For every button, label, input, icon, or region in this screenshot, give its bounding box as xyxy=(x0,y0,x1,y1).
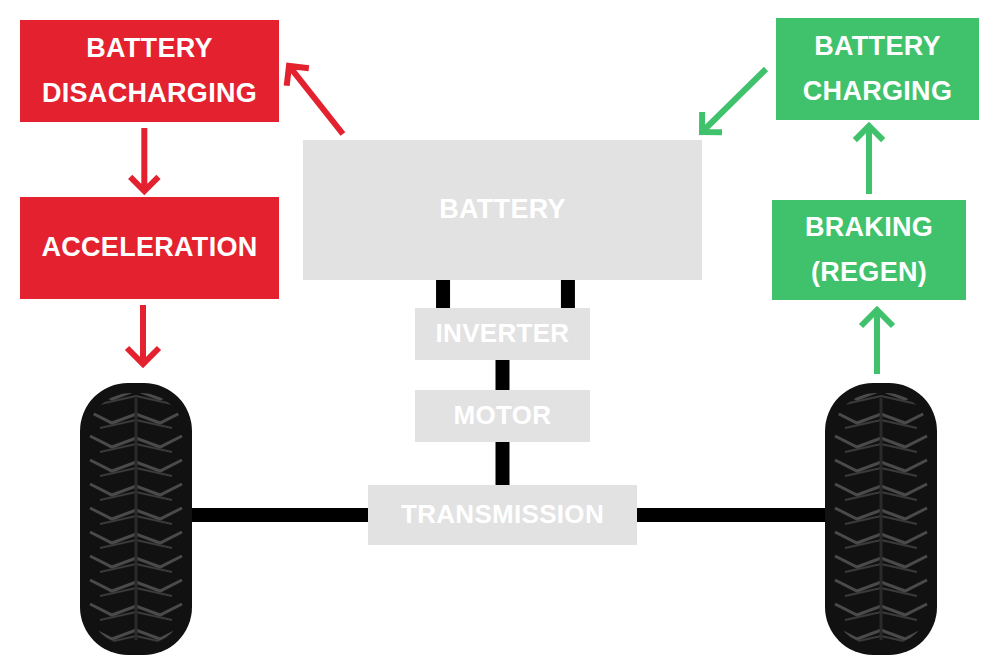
connector-line xyxy=(496,360,510,390)
flow-arrow xyxy=(702,69,766,132)
component-box: MOTOR xyxy=(415,390,590,442)
state-box: ACCELERATION xyxy=(20,197,279,299)
node-label: BATTERY DISACHARGING xyxy=(30,26,269,115)
component-box: TRANSMISSION xyxy=(368,485,637,545)
connector-line xyxy=(496,442,510,485)
node-label: MOTOR xyxy=(454,400,552,431)
node-label: INVERTER xyxy=(436,318,570,349)
flow-arrow xyxy=(855,126,883,194)
component-box: INVERTER xyxy=(415,308,590,360)
state-box: BATTERY DISACHARGING xyxy=(20,20,279,122)
state-box: BATTERY CHARGING xyxy=(776,18,979,120)
flow-arrow xyxy=(130,128,158,191)
tire xyxy=(825,383,937,655)
tire xyxy=(80,383,192,655)
flow-arrow xyxy=(287,66,343,134)
arrow xyxy=(861,310,893,374)
axle xyxy=(185,508,380,522)
axle xyxy=(630,508,830,522)
component-box: BATTERY xyxy=(303,140,702,280)
node-label: BATTERY CHARGING xyxy=(786,24,969,113)
connector-line xyxy=(443,280,568,308)
state-box: BRAKING (REGEN) xyxy=(772,200,966,300)
arrow xyxy=(127,305,159,364)
node-label: TRANSMISSION xyxy=(401,499,604,530)
node-label: ACCELERATION xyxy=(41,230,257,265)
node-label: BATTERY xyxy=(439,192,566,227)
node-label: BRAKING (REGEN) xyxy=(782,205,956,294)
